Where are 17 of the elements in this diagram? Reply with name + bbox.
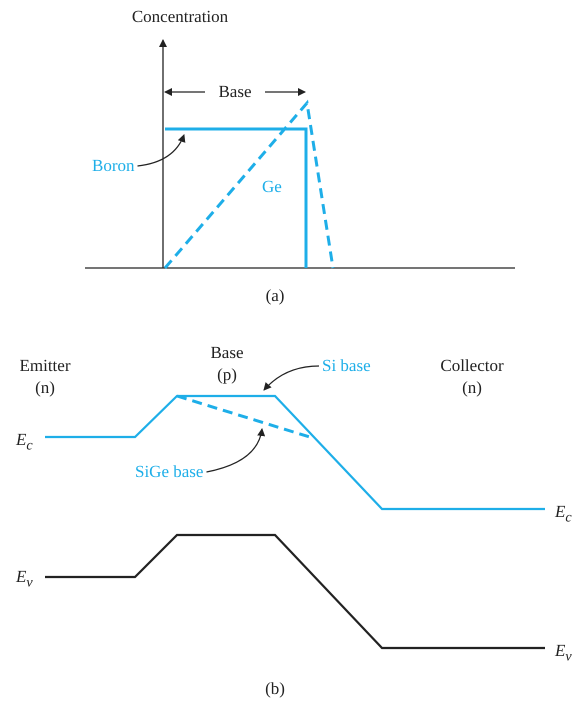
band-edge-label: E$_{v}$ xyxy=(16,566,33,592)
panel-caption: (a) xyxy=(264,285,286,307)
callout-label: Boron xyxy=(92,155,134,177)
callout-label: SiGe base xyxy=(135,461,204,483)
band-edge-label: E$_{c}$ xyxy=(16,429,33,456)
leader-line xyxy=(206,428,265,473)
axis-label: Concentration xyxy=(130,6,230,28)
region-label: Collector (n) xyxy=(439,355,505,399)
region-label: Emitter (n) xyxy=(18,355,72,399)
leader-line xyxy=(137,134,185,167)
region-label: Base (p) xyxy=(209,342,245,386)
callout-label: Si base xyxy=(322,355,371,377)
band-edge-label: E$_{c}$ xyxy=(555,501,572,528)
leader-line xyxy=(263,365,320,391)
curve-label: Ge xyxy=(262,176,282,198)
band-edge-label: E$_{v}$ xyxy=(555,640,572,666)
panel-caption: (b) xyxy=(264,678,286,700)
